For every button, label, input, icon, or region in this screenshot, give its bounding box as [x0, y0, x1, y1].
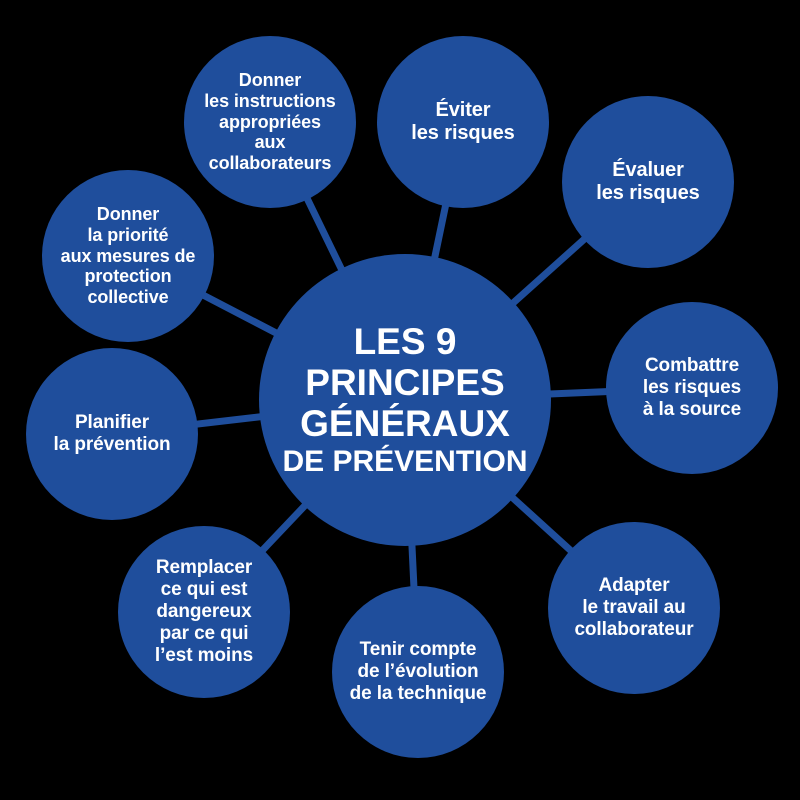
principle-node-combattre-les-risques: Combattre les risques à la source — [606, 302, 778, 474]
hub-line-2: PRINCIPES — [305, 362, 505, 404]
principle-node-eviter-les-risques: Éviter les risques — [377, 36, 549, 208]
principle-node-planifier-la-prevention: Planifier la prévention — [26, 348, 198, 520]
hub-node-prevention-principles: LES 9 PRINCIPES GÉNÉRAUX DE PRÉVENTION — [259, 254, 551, 546]
principle-label: Planifier la prévention — [53, 411, 171, 455]
principle-label: Donner la priorité aux mesures de protec… — [60, 203, 196, 308]
principle-node-donner-la-priorite: Donner la priorité aux mesures de protec… — [42, 170, 214, 342]
hub-line-3: GÉNÉRAUX — [300, 402, 510, 444]
hub-line-1: LES 9 — [353, 321, 457, 363]
principle-label: Éviter les risques — [411, 98, 515, 144]
principle-label: Remplacer ce qui est dangereux par ce qu… — [154, 556, 254, 667]
principle-label: Donner les instructions appropriées aux … — [204, 69, 336, 174]
principle-label: Évaluer les risques — [596, 158, 700, 204]
principle-node-remplacer-ce-qui-est-dangereux: Remplacer ce qui est dangereux par ce qu… — [118, 526, 290, 698]
principle-node-donner-les-instructions: Donner les instructions appropriées aux … — [184, 36, 356, 208]
principle-node-adapter-le-travail: Adapter le travail au collaborateur — [548, 522, 720, 694]
principle-node-tenir-compte-evolution: Tenir compte de l’évolution de la techni… — [332, 586, 504, 758]
principle-label: Combattre les risques à la source — [642, 354, 742, 421]
hub-label-group: LES 9 PRINCIPES GÉNÉRAUX DE PRÉVENTION — [259, 321, 551, 478]
hub-line-4: DE PRÉVENTION — [282, 444, 528, 478]
principle-label: Tenir compte de l’évolution de la techni… — [349, 638, 487, 705]
principle-node-evaluer-les-risques: Évaluer les risques — [562, 96, 734, 268]
principle-label: Adapter le travail au collaborateur — [574, 574, 694, 641]
